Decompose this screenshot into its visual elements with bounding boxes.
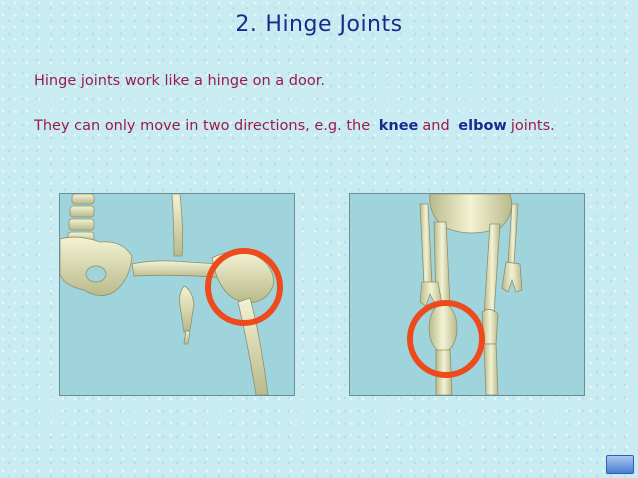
hip-knee-flexion-image xyxy=(59,193,295,396)
skeleton-leg-illustration xyxy=(60,194,283,395)
skeleton-standing-illustration xyxy=(407,194,523,395)
directions-prefix: They can only move in two directions, e.… xyxy=(34,118,371,134)
keyword-knee: knee xyxy=(378,118,419,134)
directions-suffix: joints. xyxy=(510,118,555,134)
directions-text: They can only move in two directions, e.… xyxy=(34,118,555,134)
title-number: 2. xyxy=(235,12,258,37)
title-text: Hinge Joints xyxy=(265,12,403,37)
knee-highlight-circle xyxy=(205,248,283,326)
next-slide-button[interactable] xyxy=(606,455,634,474)
keyword-elbow: elbow xyxy=(458,118,507,134)
intro-text: Hinge joints work like a hinge on a door… xyxy=(34,73,325,89)
slide-title: 2. Hinge Joints xyxy=(0,12,638,37)
directions-middle: and xyxy=(422,118,450,134)
knee-highlight-circle xyxy=(407,300,485,378)
standing-knee-image xyxy=(349,193,585,396)
